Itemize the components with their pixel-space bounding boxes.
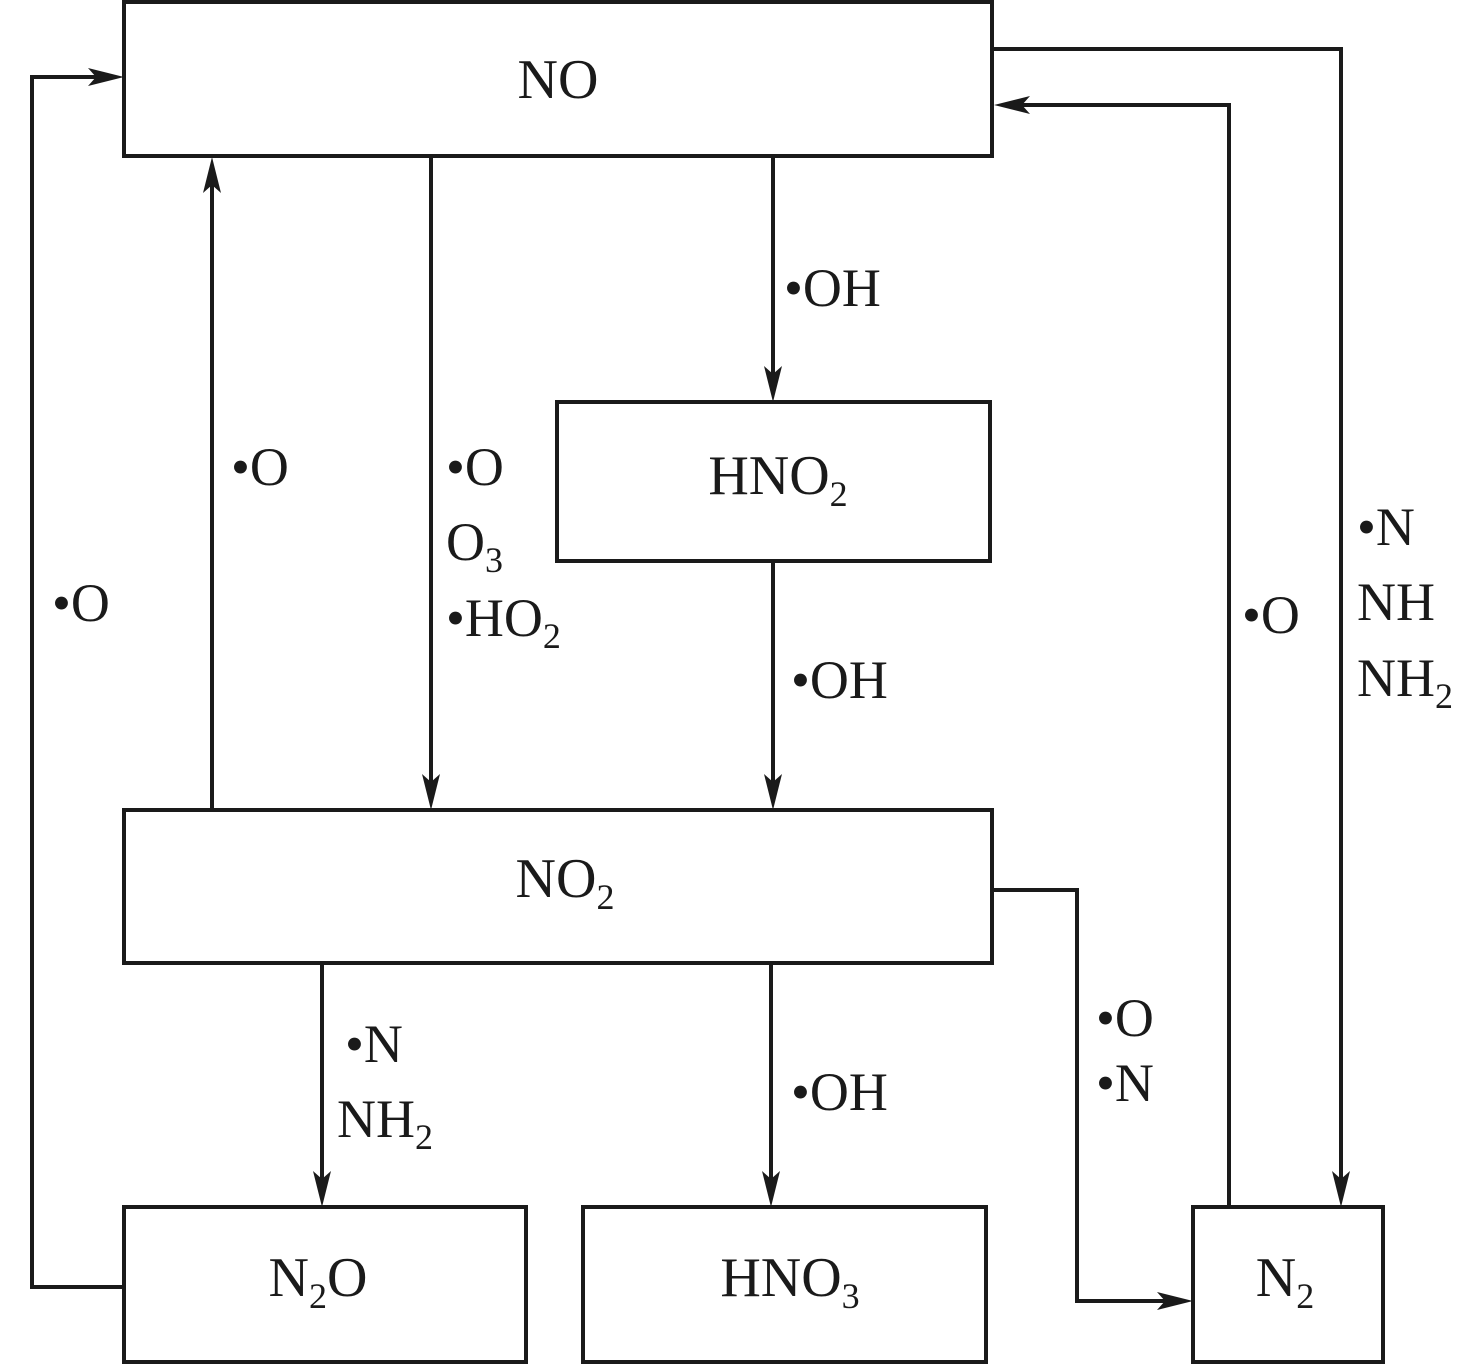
edge-line-N2-to-NO bbox=[1022, 103, 1231, 1207]
edge-line-N2O-to-NO bbox=[30, 75, 124, 1289]
node-HNO3: HNO3 bbox=[581, 1205, 988, 1364]
edge-label-NO-to-N2-1: •N bbox=[1357, 497, 1415, 557]
arrowhead-NO2-to-HNO3 bbox=[762, 1171, 780, 1207]
node-NO2: NO2 bbox=[122, 808, 994, 965]
edge-line-NO-to-N2 bbox=[994, 47, 1343, 1179]
edge-label-NO2-to-HNO3: •OH bbox=[791, 1062, 888, 1122]
edge-label-N2-to-NO: •O bbox=[1242, 585, 1300, 645]
node-N2-label: N2 bbox=[1256, 1247, 1314, 1316]
nodes: NO HNO2 NO2 N2O HNO3 N2 bbox=[122, 0, 1385, 1364]
edge-label-NO-to-N2-2: NH bbox=[1357, 572, 1435, 632]
edge-label-NO-to-NO2-2: O3 bbox=[446, 512, 503, 580]
edge-line-NO2-to-N2 bbox=[994, 888, 1165, 1303]
arrowhead-NO2-to-N2O bbox=[313, 1171, 331, 1207]
node-N2: N2 bbox=[1191, 1205, 1385, 1364]
node-HNO3-label: HNO3 bbox=[720, 1247, 859, 1316]
edge-label-NO2-to-N2O-1: •N bbox=[345, 1014, 403, 1074]
node-NO: NO bbox=[122, 0, 994, 158]
arrowhead-N2O-to-NO bbox=[88, 68, 124, 86]
edge-label-NO2-to-NO: •O bbox=[231, 437, 289, 497]
arrowhead-NO-to-HNO2 bbox=[764, 366, 782, 402]
edge-label-NO2-to-N2-1: •O bbox=[1096, 988, 1154, 1048]
node-HNO2-label: HNO2 bbox=[708, 445, 847, 514]
edge-label-NO2-to-N2-2: •N bbox=[1096, 1053, 1154, 1113]
node-N2O: N2O bbox=[122, 1205, 528, 1364]
edge-label-NO2-to-N2O-2: NH2 bbox=[337, 1089, 433, 1157]
arrowhead-N2-to-NO bbox=[994, 96, 1030, 114]
arrowhead-HNO2-to-NO2 bbox=[764, 774, 782, 810]
edge-label-NO-to-NO2-1: •O bbox=[446, 437, 504, 497]
node-N2O-label: N2O bbox=[269, 1247, 368, 1316]
edge-label-N2O-to-NO: •O bbox=[52, 573, 110, 633]
arrowhead-NO-to-NO2 bbox=[422, 774, 440, 810]
arrowhead-NO-to-N2 bbox=[1332, 1171, 1350, 1207]
edge-label-NO-to-NO2-3: •HO2 bbox=[446, 588, 561, 656]
arrowhead-NO2-to-N2 bbox=[1157, 1292, 1193, 1310]
edge-label-NO-to-HNO2: •OH bbox=[784, 258, 881, 318]
connectors bbox=[30, 47, 1350, 1310]
edge-label-HNO2-to-NO2: •OH bbox=[791, 650, 888, 710]
edge-labels: •O •O •O O3 •HO2 •OH •OH •O •N NH NH2 •N… bbox=[52, 258, 1453, 1157]
node-NO2-label: NO2 bbox=[516, 848, 615, 917]
node-HNO2: HNO2 bbox=[555, 400, 992, 563]
arrowhead-NO2-to-NO bbox=[203, 157, 221, 193]
node-NO-label: NO bbox=[518, 49, 599, 111]
edge-label-NO-to-N2-3: NH2 bbox=[1357, 648, 1453, 716]
